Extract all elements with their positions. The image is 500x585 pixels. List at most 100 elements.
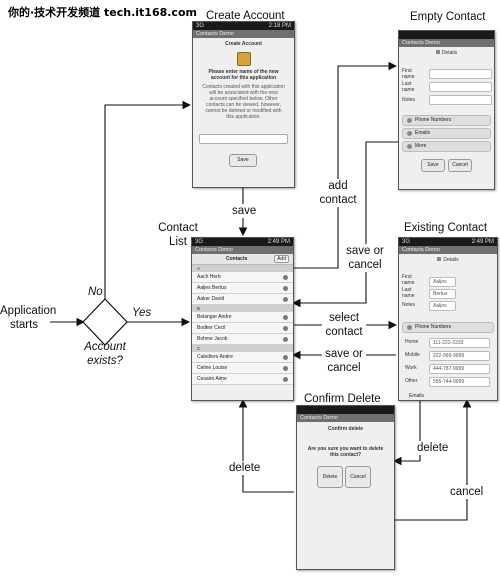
phone-number-input[interactable]: 444-787-9999 [429, 364, 490, 374]
field-label-notes: Notes [402, 302, 416, 308]
phone-type-label: Work [405, 365, 417, 371]
confirm-question: Are you sure you want to delete this con… [307, 446, 384, 458]
status-signal: 3G [402, 239, 411, 245]
contact-icon [435, 50, 440, 54]
section-letter: C [192, 345, 293, 352]
save-button[interactable]: Save [229, 154, 257, 167]
label-select-contact: select contact [322, 311, 366, 339]
label-cancel: cancel [449, 485, 485, 499]
field-label-last-name: Last name [402, 287, 415, 299]
field-label-first-name: First name [402, 68, 415, 80]
title-confirm-delete: Confirm Delete [304, 393, 381, 405]
label-account-exists: Account exists? [82, 340, 128, 368]
status-time: 2:49 PM [267, 239, 290, 245]
contacts-header: Contacts Add [192, 254, 293, 265]
app-bar: Contacts Demo [297, 414, 394, 422]
screen-header: Confirm delete [327, 426, 363, 432]
status-signal: 3G [196, 23, 205, 29]
label-account-exists-text: Account exists? [84, 341, 126, 367]
contact-row[interactable]: Aaker David [192, 294, 293, 305]
contact-name: Bohme Jacob [197, 336, 228, 342]
contact-row[interactable]: Cesaire Aime [192, 374, 293, 385]
contact-name: Cabellero Andre [197, 354, 233, 360]
arrow-no-to-create-account [104, 100, 192, 300]
section-phone-numbers[interactable]: Phone Numbers [402, 322, 494, 333]
section-more[interactable]: More [402, 141, 491, 152]
contact-row[interactable]: Cabellero Andre [192, 352, 293, 363]
label-save: save [230, 204, 259, 218]
section-emails[interactable]: Emails [409, 393, 425, 399]
title-existing-contact: Existing Contact [404, 222, 488, 234]
label-add-contact: add contact [316, 179, 360, 207]
first-name-input[interactable] [429, 69, 492, 79]
screen-confirm-delete: Contacts Demo Confirm delete Are you sur… [296, 405, 395, 570]
label-save-or-cancel-2: save or cancel [322, 347, 366, 375]
contact-status-icon [283, 296, 288, 302]
arrow-add-contact [290, 61, 398, 269]
section-letter: A [192, 265, 293, 272]
contact-row[interactable]: Aaljes Bertus [192, 283, 293, 294]
section-phone-numbers[interactable]: Phone Numbers [402, 115, 491, 126]
phone-number-input[interactable]: 222-999-9999 [429, 351, 490, 361]
contact-status-icon [283, 365, 288, 371]
contact-name: Bodker Cecil [197, 325, 226, 331]
title-create-account: Create Account [204, 10, 287, 22]
contact-name: Aaljes Bertus [197, 285, 227, 291]
contact-row[interactable]: Bohme Jacob [192, 334, 293, 345]
label-save-or-cancel-1: save or cancel [343, 244, 387, 272]
arrow-delete-to-confirm [392, 400, 421, 466]
phone-type-label: Home [405, 339, 419, 345]
field-label-last-name: Last name [402, 81, 415, 93]
title-empty-contact: Empty Contact [410, 11, 486, 23]
last-name-input[interactable] [429, 82, 492, 92]
contact-row[interactable]: Aach Herb [192, 272, 293, 283]
label-no: No [88, 285, 103, 299]
details-header: Details [399, 50, 494, 56]
arrow-cancel-to-existing [394, 398, 472, 521]
section-letter: B [192, 305, 293, 312]
contact-name: Cesaire Aime [197, 376, 227, 382]
cancel-button[interactable]: Cancel [345, 466, 371, 488]
app-bar: Contacts Demo [399, 246, 497, 254]
label-application-starts: Application starts [0, 305, 57, 331]
account-icon [236, 52, 251, 66]
contact-row[interactable]: Bodker Cecil [192, 323, 293, 334]
details-header: Details [399, 257, 497, 263]
contact-row[interactable]: Celine Louise [192, 363, 293, 374]
status-bar [297, 406, 394, 414]
notes-input[interactable]: Aaljes [429, 301, 456, 311]
contact-status-icon [283, 274, 288, 280]
contact-icon [437, 257, 442, 261]
add-contact-button[interactable]: Add [274, 255, 289, 263]
delete-button[interactable]: Delete [317, 466, 343, 488]
cancel-button[interactable]: Cancel [448, 159, 472, 172]
screen-header: Create Account [225, 41, 262, 47]
phone-number-input[interactable]: 555-744-9999 [429, 377, 490, 387]
decision-diamond [82, 298, 128, 346]
watermark: 你的·技术开发频道 tech.it168.com [6, 4, 199, 20]
last-name-input[interactable]: Bertus [429, 289, 456, 299]
arrow-delete-to-list [238, 398, 294, 493]
account-name-input[interactable] [199, 134, 288, 144]
details-header-text: Details [441, 50, 458, 56]
phone-number-input[interactable]: 111-222-3333 [429, 338, 490, 348]
details-header-text: Details [443, 257, 459, 263]
first-name-input[interactable]: Aaljes [429, 277, 456, 287]
arrow-empty-save-cancel [291, 141, 398, 308]
contact-row[interactable]: Belanger Andre [192, 312, 293, 323]
section-emails[interactable]: Emails [402, 128, 491, 139]
app-bar: Contacts Demo [193, 30, 294, 38]
save-button[interactable]: Save [421, 159, 445, 172]
label-no-text: No [88, 286, 103, 298]
phone-type-label: Other [405, 378, 418, 384]
title-contact-list: Contact List [158, 222, 198, 248]
contact-status-icon [283, 325, 288, 331]
field-label-notes: Notes [402, 97, 416, 103]
contact-name: Celine Louise [197, 365, 228, 371]
notes-input[interactable] [429, 95, 492, 105]
